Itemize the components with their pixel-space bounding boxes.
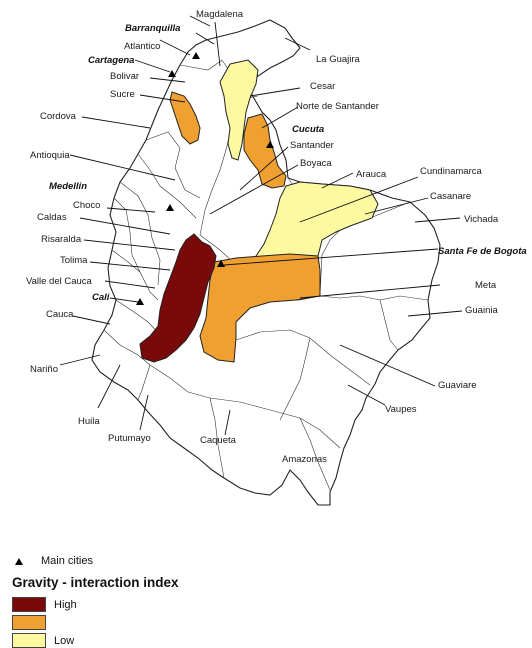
map-legend: Main cities Gravity - interaction index …: [12, 555, 312, 648]
label-la-guajira: La Guajira: [316, 54, 361, 65]
label-bolivar: Bolivar: [110, 71, 139, 82]
label-caldas: Caldas: [37, 212, 67, 223]
label-city-cucuta: Cucuta: [292, 124, 324, 135]
region-norte-santander: [243, 113, 287, 189]
legend-title: Gravity - interaction index: [12, 575, 179, 590]
label-tolima: Tolima: [60, 255, 88, 266]
legend-label-low: Low: [54, 634, 75, 647]
legend-item-low: Low: [12, 633, 74, 648]
triangle-icon: [15, 557, 23, 565]
label-guaviare: Guaviare: [438, 380, 477, 391]
label-city-cartagena: Cartagena: [88, 55, 134, 66]
city-marker-cucuta: [266, 141, 274, 148]
label-antioquia: Antioquia: [30, 150, 70, 161]
region-cesar: [219, 59, 259, 161]
legend-cities-label: Main cities: [41, 555, 93, 567]
label-valle: Valle del Cauca: [26, 276, 93, 287]
label-boyaca: Boyaca: [300, 158, 332, 169]
department-labels: Magdalena Atlantico La Guajira Bolivar S…: [26, 9, 499, 465]
region-sucre: [169, 91, 201, 145]
city-labels: Barranquilla Cartagena Cucuta Medellin S…: [49, 23, 527, 303]
city-marker-bogota: [217, 260, 225, 267]
label-huila: Huila: [78, 416, 100, 427]
legend-cities-row: Main cities: [12, 555, 93, 567]
city-markers: [136, 52, 274, 305]
city-marker-medellin: [166, 204, 174, 211]
legend-item-medium: [12, 615, 54, 630]
label-atlantico: Atlantico: [124, 41, 160, 52]
city-marker-cartagena: [168, 70, 176, 77]
label-magdalena: Magdalena: [196, 9, 244, 20]
city-marker-barranquilla: [192, 52, 200, 59]
legend-swatch-high: [12, 597, 46, 612]
label-arauca: Arauca: [356, 169, 387, 180]
region-meta: [199, 253, 321, 363]
label-city-bogota: Santa Fe de Bogota: [438, 246, 527, 257]
label-vaupes: Vaupes: [385, 404, 417, 415]
label-city-barranquilla: Barranquilla: [125, 23, 180, 34]
label-guainia: Guainia: [465, 305, 498, 316]
label-city-medellin: Medellin: [49, 181, 87, 192]
label-cordova: Cordova: [40, 111, 77, 122]
city-marker-cali: [136, 298, 144, 305]
label-meta: Meta: [475, 280, 497, 291]
label-cauca: Cauca: [46, 309, 74, 320]
label-caqueta: Caqueta: [200, 435, 237, 446]
label-cesar: Cesar: [310, 81, 335, 92]
legend-swatch-medium: [12, 615, 46, 630]
label-santander: Santander: [290, 140, 334, 151]
label-putumayo: Putumayo: [108, 433, 151, 444]
label-vichada: Vichada: [464, 214, 499, 225]
label-amazonas: Amazonas: [282, 454, 327, 465]
label-norte-santander: Norte de Santander: [296, 101, 379, 112]
label-city-cali: Cali: [92, 292, 110, 303]
leader-lines: [59, 15, 463, 436]
legend-item-high: High: [12, 597, 77, 612]
label-sucre: Sucre: [110, 89, 135, 100]
legend-label-high: High: [54, 598, 77, 611]
label-risaralda: Risaralda: [41, 234, 82, 245]
label-narino: Nariño: [30, 364, 58, 375]
label-casanare: Casanare: [430, 191, 471, 202]
label-cundinamarca: Cundinamarca: [420, 166, 482, 177]
region-tolima-huila: [139, 233, 217, 363]
legend-swatch-low: [12, 633, 46, 648]
label-choco: Choco: [73, 200, 100, 211]
